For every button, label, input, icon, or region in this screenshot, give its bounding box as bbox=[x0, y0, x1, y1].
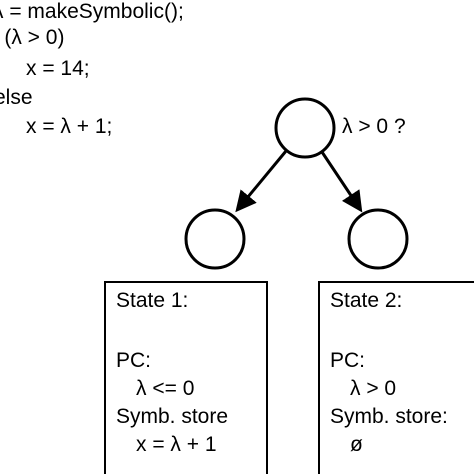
code-line-if: if (λ > 0) bbox=[4, 26, 65, 49]
right-edge-arrow bbox=[320, 151, 363, 213]
root-node bbox=[274, 97, 336, 159]
code-line-assign: λ = makeSymbolic(); bbox=[0, 0, 184, 23]
state-2-store-value: ø bbox=[350, 433, 363, 456]
code-line-else-body: x = λ + 1; bbox=[26, 115, 113, 138]
left-edge-arrow bbox=[235, 150, 288, 213]
state-2-box: State 2: PC: λ > 0 Symb. store: ø bbox=[318, 281, 474, 474]
right-child-node bbox=[347, 208, 409, 270]
left-child-node bbox=[184, 208, 246, 270]
state-2-title: State 2: bbox=[330, 289, 403, 312]
state-2-store-label: Symb. store: bbox=[330, 405, 448, 428]
state-1-store-label: Symb. store bbox=[116, 405, 229, 428]
state-1-pc-label: PC: bbox=[116, 349, 152, 372]
state-1-box: State 1: PC: λ <= 0 Symb. store x = λ + … bbox=[104, 281, 268, 474]
branch-condition-label: λ > 0 ? bbox=[342, 115, 406, 138]
state-1-store-value: x = λ + 1 bbox=[136, 433, 217, 456]
state-1-pc-value: λ <= 0 bbox=[136, 377, 195, 400]
state-1-title: State 1: bbox=[116, 289, 189, 312]
state-2-pc-value: λ > 0 bbox=[350, 377, 397, 400]
state-2-pc-label: PC: bbox=[330, 349, 366, 372]
code-line-then: x = 14; bbox=[26, 57, 90, 80]
code-line-else: else bbox=[0, 86, 33, 109]
